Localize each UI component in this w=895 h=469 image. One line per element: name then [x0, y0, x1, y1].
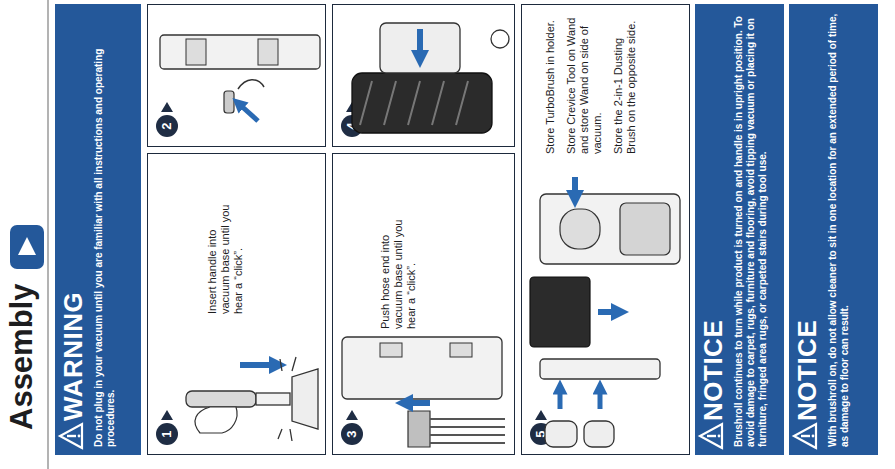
callout-number: 1: [156, 423, 178, 445]
instruction-text: Store the 2-in-1 Dusting Brush on the op…: [612, 12, 638, 154]
turbobrush: [530, 277, 590, 347]
hose-end: [408, 411, 430, 447]
hand: [195, 407, 237, 433]
direction-arrow: [240, 362, 278, 368]
instruction-text: Store Crevice Tool on Wand and store Wan…: [565, 12, 604, 154]
band-body: With brushroll on, do not allow cleaner …: [827, 12, 851, 447]
handle-tube: [256, 393, 290, 405]
vacuum-body: [540, 194, 680, 264]
hose-ribs: [430, 419, 505, 443]
wheel: [491, 30, 509, 48]
direction-arrow: [417, 29, 423, 59]
direction-arrow: [404, 400, 430, 406]
band-heading: NOTICE: [698, 320, 729, 421]
step-panel: 5 Store TurboBrush in holder. Store Crevic…: [521, 4, 690, 455]
notice-band: NOTICEBrushroll continues to turn while …: [695, 4, 784, 455]
direction-arrow: [558, 387, 563, 409]
clip: [380, 343, 402, 357]
handle-grip: [186, 391, 256, 407]
instruction-text: Insert handle into vacuum base until you…: [206, 192, 245, 314]
section-icon-arrow: [18, 237, 36, 255]
band-heading: NOTICE: [792, 320, 823, 421]
step-text-column: Insert handle into vacuum base until you…: [206, 192, 245, 314]
vacuum-base: [292, 369, 318, 429]
notice-band: WARNINGDo not plug in your vacuum until …: [55, 4, 141, 455]
step-text-column: Store TurboBrush in holder. Store Crevice…: [544, 12, 638, 154]
brushroll: [352, 73, 492, 133]
bristles: [360, 81, 468, 125]
crevice-tool: [584, 421, 614, 447]
page-title: Assembly: [4, 284, 40, 430]
step-panel: 3 Push hose end into vacuum base until yo…: [332, 153, 515, 455]
click-marks: [278, 357, 296, 441]
callout-number: 4: [341, 115, 363, 137]
direction-arrow: [598, 387, 603, 409]
rotate-arrow: [238, 80, 264, 89]
heading-rule: [47, 0, 49, 469]
instruction-text: Store TurboBrush in holder.: [544, 12, 557, 154]
clip: [450, 343, 472, 357]
instruction-text: Push hose end into vacuum base until you…: [379, 207, 418, 329]
head-housing: [380, 23, 460, 73]
band-body: Brushroll continues to turn while produc…: [733, 12, 769, 447]
wand: [540, 359, 660, 379]
direction-arrow: [572, 177, 578, 199]
section-icon: [10, 225, 44, 269]
callout-number: 5: [530, 423, 552, 445]
direction-arrow: [238, 103, 258, 121]
vacuum-body: [160, 35, 320, 69]
clip: [258, 39, 278, 65]
step-panel: 4: [332, 4, 515, 147]
band-heading: WARNING: [58, 292, 89, 421]
step-panel: 1 Insert handle into vacuum base until yo…: [147, 153, 326, 455]
vacuum-body: [342, 337, 502, 399]
dust-cup: [560, 209, 600, 249]
band-body: Do not plug in your vacuum until you are…: [93, 12, 117, 447]
step-panel: 2: [147, 4, 326, 147]
tool-holder: [620, 203, 670, 255]
notice-band: NOTICEWith brushroll on, do not allow cl…: [789, 4, 878, 455]
step-text-column: Push hose end into vacuum base until you…: [379, 207, 418, 329]
callout-number: 2: [156, 115, 178, 137]
callout-number: 3: [341, 423, 363, 445]
clip: [186, 39, 206, 65]
direction-arrow: [598, 309, 620, 315]
latch: [224, 91, 234, 113]
